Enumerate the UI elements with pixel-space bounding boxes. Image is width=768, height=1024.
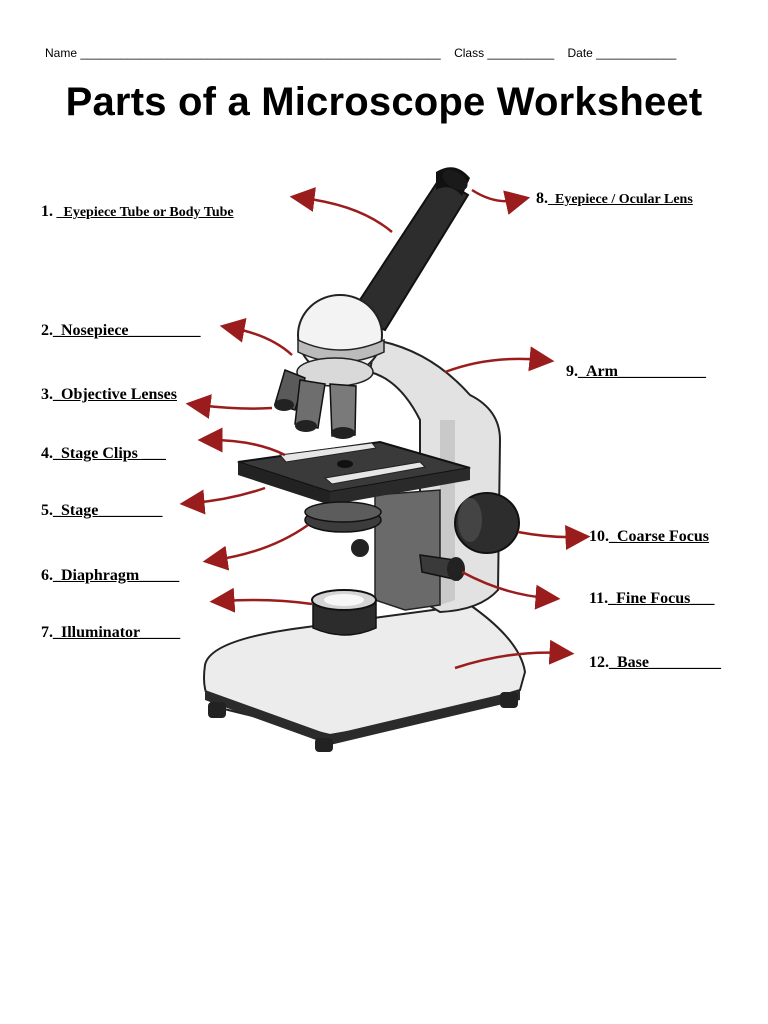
answer-5: Stage <box>61 502 99 519</box>
microscope-head <box>296 294 385 387</box>
label-11: 11._Fine Focus___ <box>589 590 715 607</box>
arrow-11 <box>461 570 561 610</box>
label-10: 10._Coarse Focus <box>589 528 709 545</box>
arrow-9 <box>444 346 555 374</box>
label-12: 12._Base_________ <box>589 654 721 671</box>
arrow-2 <box>219 317 293 356</box>
objective-lenses <box>274 368 357 439</box>
answer-4: Stage Clips <box>61 445 142 462</box>
answer-11: Fine Focus <box>616 590 691 607</box>
arrow-1 <box>289 187 393 233</box>
answer-1: Eyepiece Tube or Body Tube <box>63 205 234 220</box>
answer-7: Illuminator <box>61 624 141 641</box>
answer-8: Eyepiece / Ocular Lens <box>555 192 693 207</box>
arrow-3 <box>185 394 273 419</box>
answer-10: Coarse Focus <box>617 528 709 545</box>
worksheet-title: Parts of a Microscope Worksheet <box>65 80 703 124</box>
worksheet-header: Name ___________________________________… <box>45 46 735 60</box>
arrow-4 <box>197 427 286 457</box>
label-8: 8._Eyepiece / Ocular Lens <box>536 190 693 207</box>
answer-6: Diaphragm <box>61 567 140 584</box>
coarse-focus-knob <box>454 492 520 554</box>
label-7: 7._Illuminator_____ <box>41 624 181 641</box>
microscope-stage <box>237 440 471 505</box>
label-1: 1. _Eyepiece Tube or Body Tube <box>41 203 234 220</box>
diaphragm <box>304 501 382 557</box>
microscope-base <box>203 603 527 752</box>
arrow-12 <box>454 639 575 670</box>
label-3: 3._Objective Lenses <box>41 386 177 403</box>
label-6: 6._Diaphragm_____ <box>41 567 180 584</box>
arrow-8 <box>471 188 531 215</box>
fine-focus-knob <box>419 554 465 581</box>
illuminator <box>311 589 377 636</box>
arrow-6 <box>202 523 309 571</box>
answer-12: Base <box>617 654 649 671</box>
arrow-5 <box>179 486 266 515</box>
label-4: 4._Stage Clips ___ <box>41 445 166 462</box>
arrow-7 <box>209 587 313 613</box>
label-arrows <box>179 187 591 670</box>
class-field-label: Class __________ <box>454 46 555 60</box>
label-2: 2._Nosepiece_________ <box>41 322 201 339</box>
arrow-10 <box>517 524 591 550</box>
answer-9: Arm <box>586 363 618 380</box>
name-field-label: Name ___________________________________… <box>45 46 441 60</box>
date-field-label: Date ____________ <box>567 46 677 60</box>
label-5: 5._Stage________ <box>41 502 163 519</box>
answer-3: Objective Lenses <box>61 386 177 403</box>
label-9: 9._Arm___________ <box>566 363 706 380</box>
answer-2: Nosepiece <box>61 322 129 339</box>
